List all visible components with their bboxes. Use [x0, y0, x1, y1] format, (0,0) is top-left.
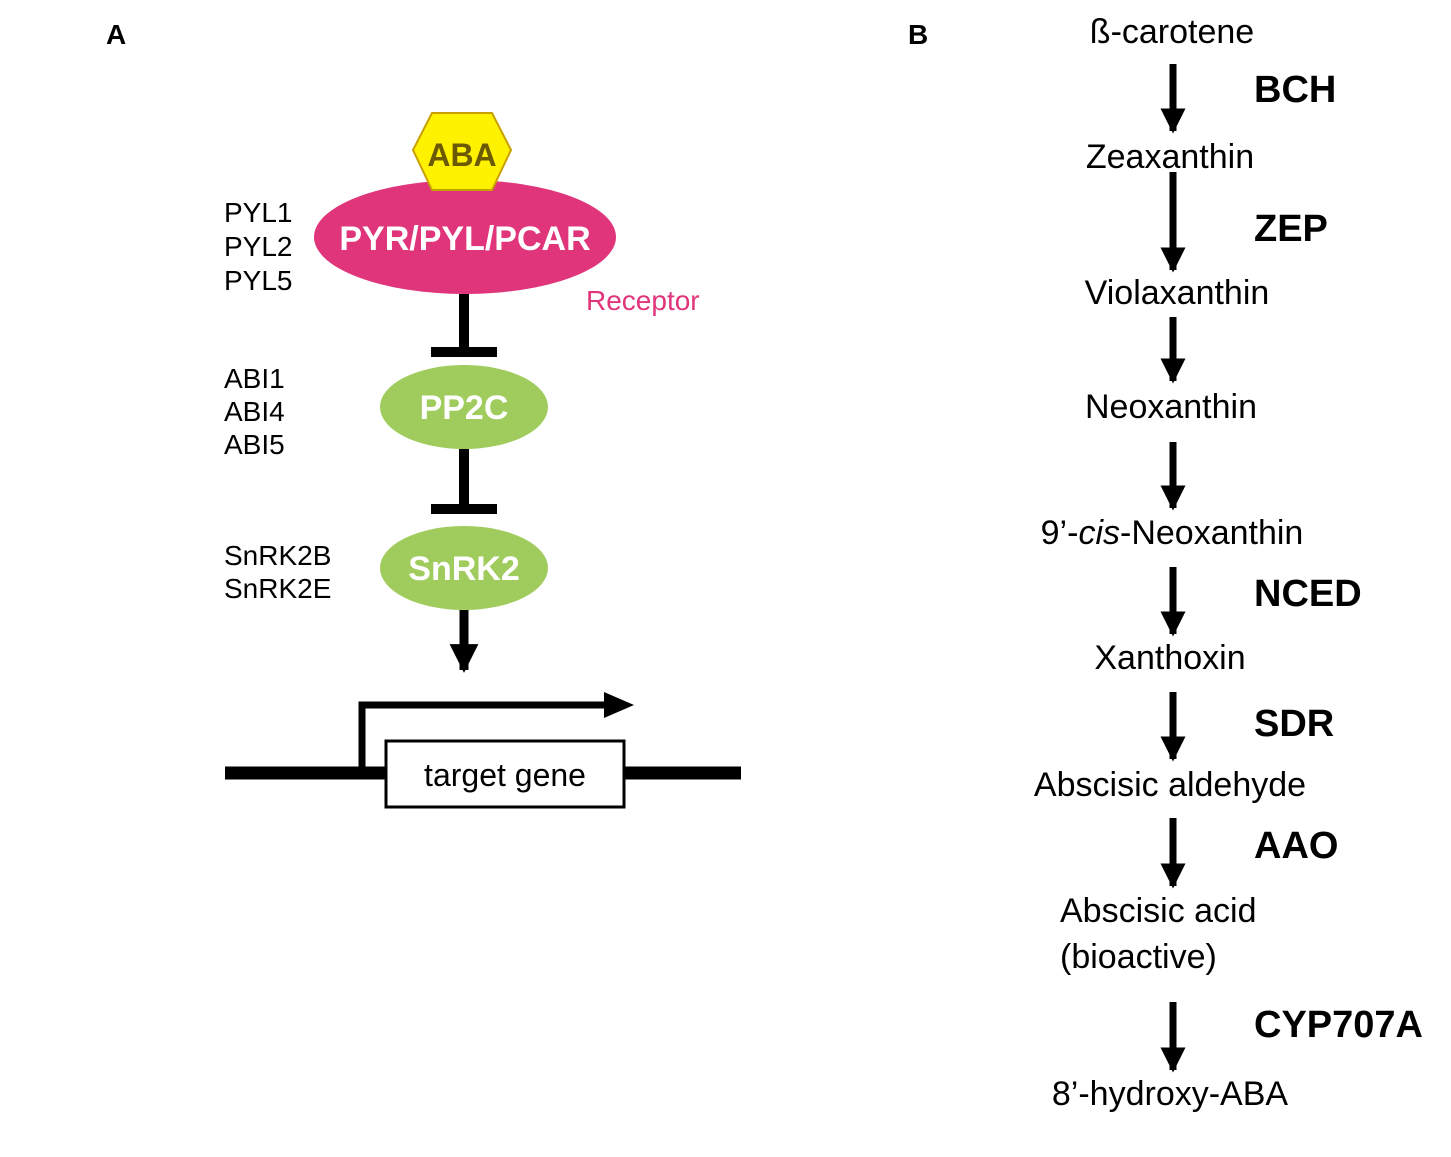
- panel-b: B ß-carotene Zeaxanthin Violaxanthin Neo…: [908, 13, 1423, 1113]
- receptor-node: [314, 180, 616, 294]
- receptor-label: Receptor: [586, 285, 700, 316]
- transcription-arrow-icon: [604, 692, 634, 718]
- enzyme-sdr: SDR: [1254, 703, 1334, 745]
- metabolite-beta-carotene: ß-carotene: [1090, 13, 1254, 51]
- metabolite-cis-neoxanthin: 9’-cis-Neoxanthin: [1041, 514, 1304, 552]
- pp2c-node: [380, 365, 548, 449]
- metabolite-hydroxy-aba: 8’-hydroxy-ABA: [1052, 1075, 1289, 1113]
- metabolite-abscisic-acid-note: (bioactive): [1060, 938, 1217, 976]
- metabolite-violaxanthin: Violaxanthin: [1085, 274, 1270, 312]
- aba-label: ABA: [427, 137, 496, 173]
- enzyme-bch: BCH: [1254, 69, 1336, 111]
- metabolite-neoxanthin: Neoxanthin: [1085, 388, 1257, 426]
- panel-a: A PYR/PYL/PCAR ABA PYL1 PYL2 PYL5 Recept…: [106, 19, 741, 809]
- snrk2-node: [380, 526, 548, 610]
- panel-b-label: B: [908, 19, 928, 50]
- receptor-node-label: PYR/PYL/PCAR: [339, 220, 590, 258]
- enzyme-cyp707a: CYP707A: [1254, 1004, 1423, 1046]
- metabolite-abscisic-aldehyde: Abscisic aldehyde: [1034, 766, 1306, 804]
- panel-a-label: A: [106, 19, 126, 50]
- pp2c-gene-3: ABI5: [224, 429, 285, 460]
- snrk2-node-label: SnRK2: [408, 550, 519, 588]
- target-gene-box: [384, 739, 626, 809]
- snrk2-gene-2: SnRK2E: [224, 573, 331, 604]
- metabolite-xanthoxin: Xanthoxin: [1094, 639, 1245, 677]
- enzyme-zep: ZEP: [1254, 208, 1328, 250]
- target-gene-label: target gene: [424, 757, 586, 793]
- enzyme-nced: NCED: [1254, 573, 1362, 615]
- metabolite-abscisic-acid: Abscisic acid: [1060, 892, 1257, 930]
- pp2c-gene-2: ABI4: [224, 396, 285, 427]
- pp2c-gene-1: ABI1: [224, 363, 285, 394]
- pp2c-node-label: PP2C: [420, 389, 509, 427]
- enzyme-aao: AAO: [1254, 825, 1338, 867]
- aba-hexagon: [411, 112, 513, 191]
- receptor-gene-1: PYL1: [224, 197, 293, 228]
- receptor-gene-3: PYL5: [224, 265, 293, 296]
- receptor-gene-2: PYL2: [224, 231, 293, 262]
- metabolite-zeaxanthin: Zeaxanthin: [1086, 138, 1254, 176]
- transcription-start-line: [358, 701, 610, 779]
- snrk2-gene-1: SnRK2B: [224, 540, 331, 571]
